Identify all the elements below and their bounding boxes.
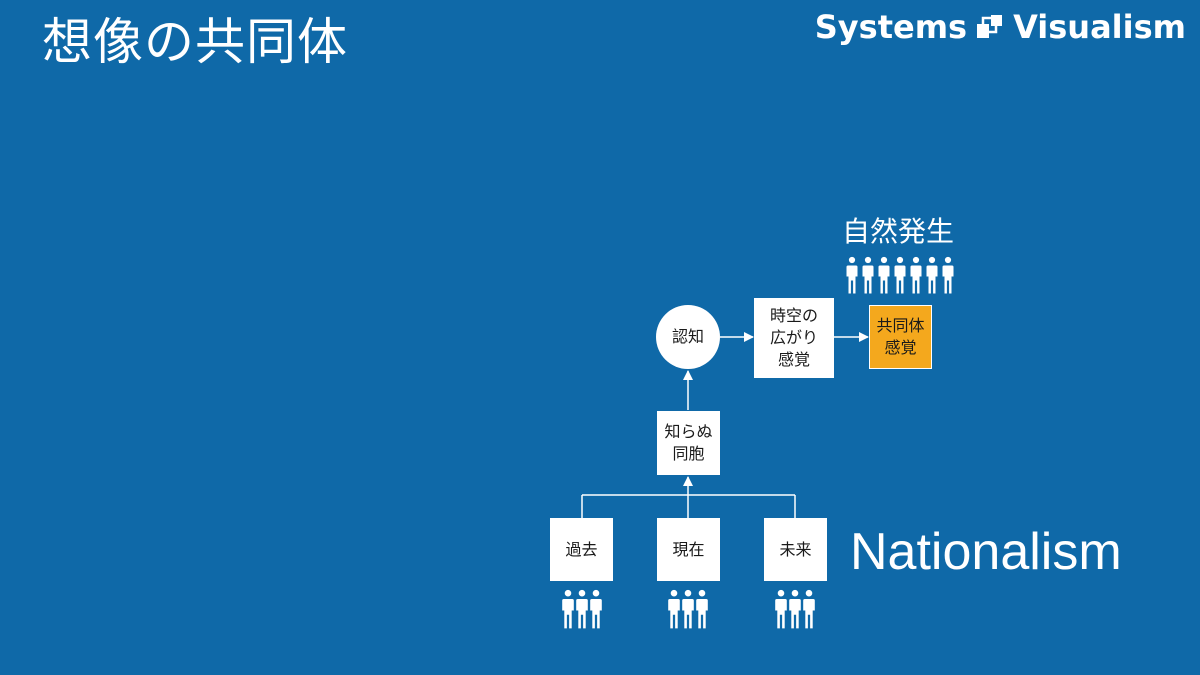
node-present: 現在 — [657, 518, 720, 581]
slide-title: 想像の共同体 — [42, 13, 348, 71]
person-icon — [861, 256, 875, 295]
person-icon — [667, 589, 681, 630]
person-icon — [774, 589, 788, 630]
people-group-icon-past — [561, 589, 603, 630]
systems-visualism-logo-icon — [977, 15, 1003, 38]
person-icon — [575, 589, 589, 630]
person-icon — [561, 589, 575, 630]
person-icon — [788, 589, 802, 630]
person-icon — [877, 256, 891, 295]
nationalism-label: Nationalism — [850, 523, 1122, 581]
node-past: 過去 — [550, 518, 613, 581]
brand-right-text: Visualism — [1013, 8, 1186, 46]
person-icon — [695, 589, 709, 630]
person-icon — [941, 256, 955, 295]
person-icon — [909, 256, 923, 295]
node-strangers: 知らぬ 同胞 — [657, 411, 720, 475]
person-icon — [893, 256, 907, 295]
node-cognition: 認知 — [656, 305, 720, 369]
natural-origin-label: 自然発生 — [842, 215, 955, 248]
node-future: 未来 — [764, 518, 827, 581]
person-icon — [802, 589, 816, 630]
person-icon — [589, 589, 603, 630]
node-spacetime: 時空の 広がり 感覚 — [754, 298, 834, 378]
node-community: 共同体 感覚 — [869, 305, 932, 369]
brand-logo: Systems Visualism — [815, 6, 1186, 48]
people-group-icon-future — [774, 589, 816, 630]
people-group-icon-present — [667, 589, 709, 630]
brand-left-text: Systems — [814, 8, 968, 46]
person-icon — [845, 256, 859, 295]
person-icon — [925, 256, 939, 295]
people-group-icon-natural — [845, 256, 955, 295]
person-icon — [681, 589, 695, 630]
